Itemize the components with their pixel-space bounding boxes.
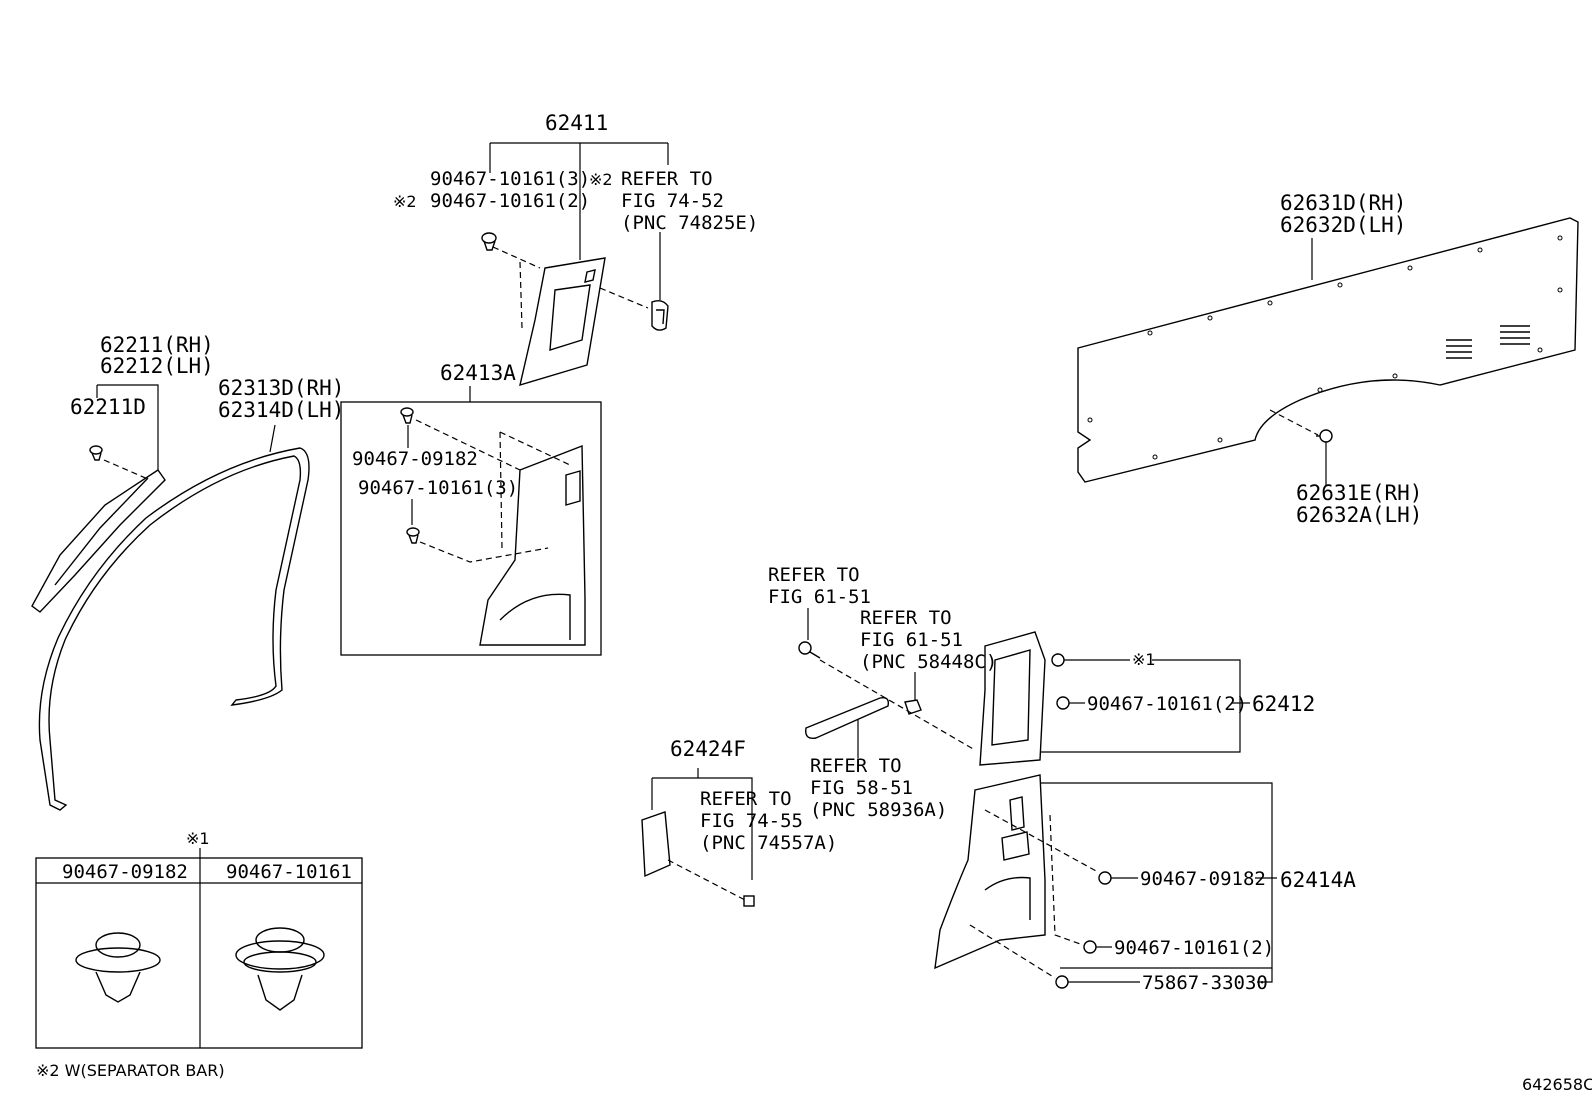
group-62413a: 62413A 90467-09182 90467-10161(3) [340, 361, 602, 656]
door-opening-weatherstrip [38, 447, 310, 811]
clip-table: ※1 90467-09182 90467-10161 ※2 W(SEPARATO… [35, 829, 363, 1080]
clip-icon [400, 407, 414, 424]
label-62313drh: 62313D(RH) [218, 376, 344, 400]
label-62632dlh: 62632D(LH) [1280, 213, 1406, 237]
bolt-icon [1055, 975, 1069, 989]
label-fig7452: FIG 74-52 [621, 190, 724, 212]
group-62414a: 90467-09182 62414A 90467-10161(2) 75867-… [934, 774, 1356, 994]
group-62211: 62211(RH) 62212(LH) 62211D [31, 333, 214, 613]
illustration-id: 642658C [1522, 1075, 1592, 1094]
label-62411-clip2: 90467-10161(2) [430, 190, 590, 212]
label-62412: 62412 [1252, 692, 1315, 716]
front-pillar-garnish [31, 469, 166, 613]
quarter-trim-panel [1077, 217, 1579, 483]
group-62412: ※1 90467-10161(2) 62412 [979, 631, 1315, 766]
bolt-icon [1098, 871, 1112, 885]
center-pillar-lower-garnish [479, 444, 586, 646]
bolt-icon [1083, 940, 1097, 954]
clip-icon [89, 445, 103, 461]
label-62414a: 62414A [1280, 868, 1356, 892]
label-62414a-clip09182: 90467-09182 [1140, 868, 1266, 890]
label-62413a: 62413A [440, 361, 516, 385]
pillar-garnish-62411 [519, 257, 606, 387]
group-62313d: 62313D(RH) 62314D(LH) [38, 376, 344, 811]
label-fig6151-b: FIG 61-51 [860, 629, 963, 651]
label-refer-6151-a: REFER TO [768, 564, 860, 586]
label-62632alh: 62632A(LH) [1296, 503, 1422, 527]
label-pnc58448c: (PNC 58448C) [860, 651, 997, 673]
clip-icon [235, 927, 325, 1011]
label-62411: 62411 [545, 111, 608, 135]
label-pnc58936a: (PNC 58936A) [810, 799, 947, 821]
label-62414a-clip10161: 90467-10161(2) [1114, 937, 1274, 959]
bolt-icon [1051, 653, 1065, 667]
label-62631drh: 62631D(RH) [1280, 191, 1406, 215]
label-box-clip10161-3: 90467-10161(3) [358, 477, 518, 499]
quarter-lower-garnish [934, 774, 1046, 970]
pillar-garnish-62412 [979, 631, 1046, 766]
clip-icon [481, 232, 497, 251]
cover-62424f [641, 811, 671, 878]
label-pnc74825e: (PNC 74825E) [621, 212, 758, 234]
label-62211rh: 62211(RH) [100, 333, 214, 357]
label-62314dlh: 62314D(LH) [218, 398, 344, 422]
label-box-clip09182: 90467-09182 [352, 448, 478, 470]
label-refer-7455: REFER TO [700, 788, 792, 810]
table-col1-header: 90467-09182 [62, 861, 188, 883]
separator-bar [805, 696, 890, 739]
footnote-separator-bar: ※2 W(SEPARATOR BAR) [36, 1061, 225, 1080]
callout-box-62413a [340, 401, 602, 656]
label-note2-b: ※2 [589, 170, 613, 189]
label-note2-a: ※2 [393, 192, 417, 211]
clip-icon [406, 527, 420, 544]
label-pnc74557a: (PNC 74557A) [700, 832, 837, 854]
group-62411: 62411 90467-10161(3) ※2 90467-10161(2) ※… [393, 111, 758, 387]
label-refer-7452: REFER TO [621, 168, 713, 190]
table-col2-header: 90467-10161 [226, 861, 352, 883]
label-62412-clip: 90467-10161(2) [1087, 693, 1247, 715]
group-62631d: 62631D(RH) 62632D(LH) 62631E(RH) 62632A(… [1077, 191, 1579, 527]
group-refs-6151: REFER TO FIG 61-51 REFER TO FIG 61-51 (P… [768, 564, 997, 821]
label-screw75867: 75867-33030 [1142, 972, 1268, 994]
clip-icon [75, 932, 161, 1003]
bolt-icon [1056, 696, 1070, 710]
label-fig5851: FIG 58-51 [810, 777, 913, 799]
group-62424f: 62424F REFER TO FIG 74-55 (PNC 74557A) [641, 737, 837, 907]
label-62211d: 62211D [70, 395, 146, 419]
label-62212lh: 62212(LH) [100, 354, 214, 378]
label-refer-6151-b: REFER TO [860, 607, 952, 629]
retainer-icon [1316, 429, 1333, 443]
grommet-icon [651, 299, 669, 331]
label-62631erh: 62631E(RH) [1296, 481, 1422, 505]
label-62411-clip3: 90467-10161(3) [430, 168, 590, 190]
label-62424f: 62424F [670, 737, 746, 761]
label-fig7455: FIG 74-55 [700, 810, 803, 832]
label-note1: ※1 [1132, 650, 1156, 669]
label-refer-5851: REFER TO [810, 755, 902, 777]
table-note1: ※1 [186, 829, 210, 848]
bolt-icon [798, 641, 821, 659]
label-fig6151-a: FIG 61-51 [768, 586, 871, 608]
grommet-icon [904, 699, 922, 715]
